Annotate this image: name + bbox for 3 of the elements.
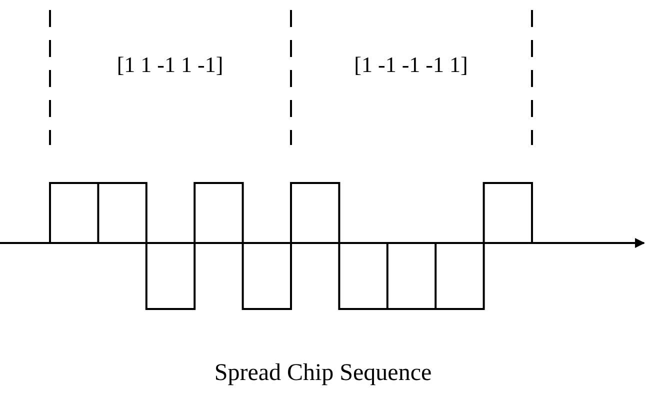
caption: Spread Chip Sequence <box>214 360 432 387</box>
chip-sequence-label: [1 1 -1 1 -1] <box>116 52 224 78</box>
chip-sequence-label: [1 -1 -1 -1 1] <box>354 52 468 78</box>
